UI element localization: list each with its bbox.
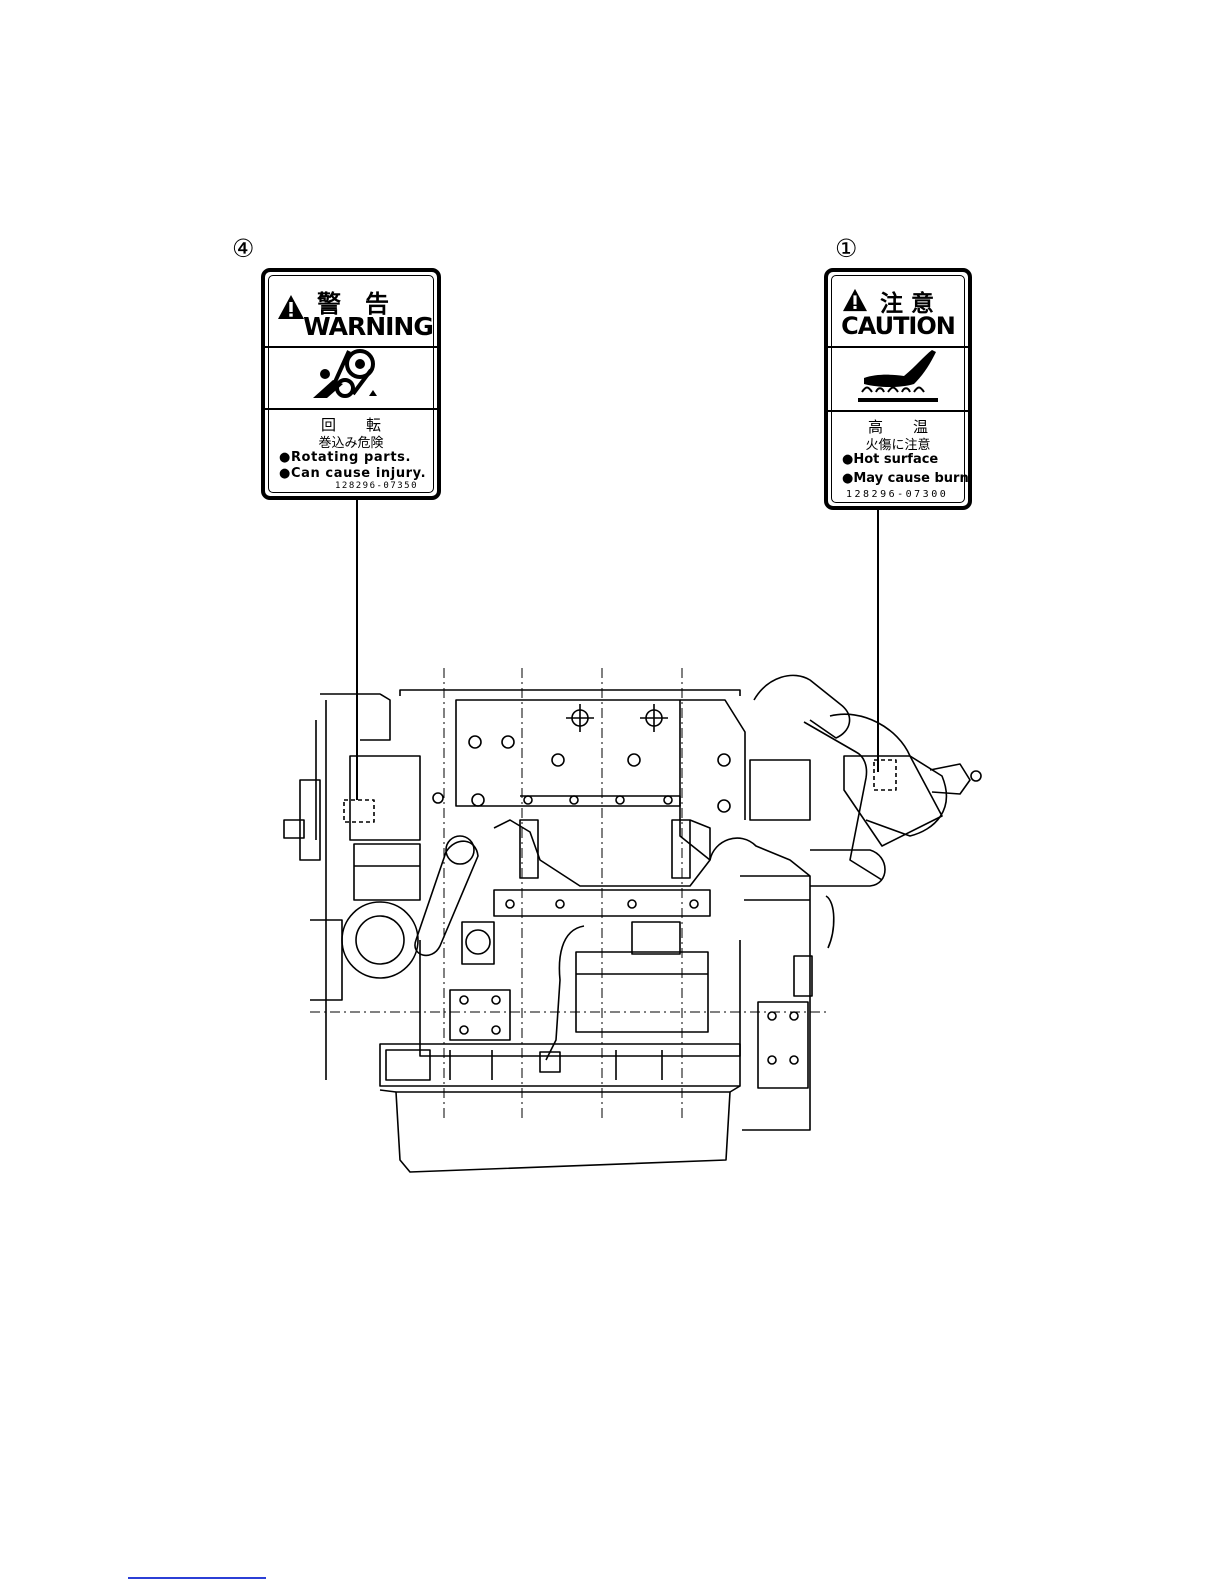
caution-header-en: CAUTION [828,312,968,340]
warning-bullet-2: ●Can cause injury. [279,466,426,481]
rotating-parts-pictogram [265,346,437,410]
caution-part-number: 128296-07300 [846,489,948,500]
caution-line-jp-2: 火傷に注意 [828,434,968,453]
callout-number-caution: ① [835,234,857,263]
warning-label: 警 告 WARNING 回 転 巻込み危険 ●Rotating parts. ●… [261,268,441,500]
caution-label: 注 意 CAUTION 高 温 火傷に注意 ●Hot surface ●May … [824,268,972,510]
warning-header-en: WARNING [299,312,437,341]
hot-surface-pictogram [828,346,968,412]
warning-part-number: 128296-07350 [335,481,418,491]
warning-triangle-icon [842,288,868,312]
caution-label-header: 注 意 CAUTION [828,272,968,348]
caution-bullet-1: ●Hot surface [842,452,938,467]
warning-bullet-1: ●Rotating parts. [279,450,411,465]
callout-number-warning: ④ [232,234,254,263]
footer-link-underline [128,1577,266,1579]
warning-label-header: 警 告 WARNING [265,272,437,348]
engine-side-view [270,660,990,1180]
caution-bullet-2: ●May cause burn [842,471,969,486]
warning-line-jp-2: 巻込み危険 [265,432,437,451]
